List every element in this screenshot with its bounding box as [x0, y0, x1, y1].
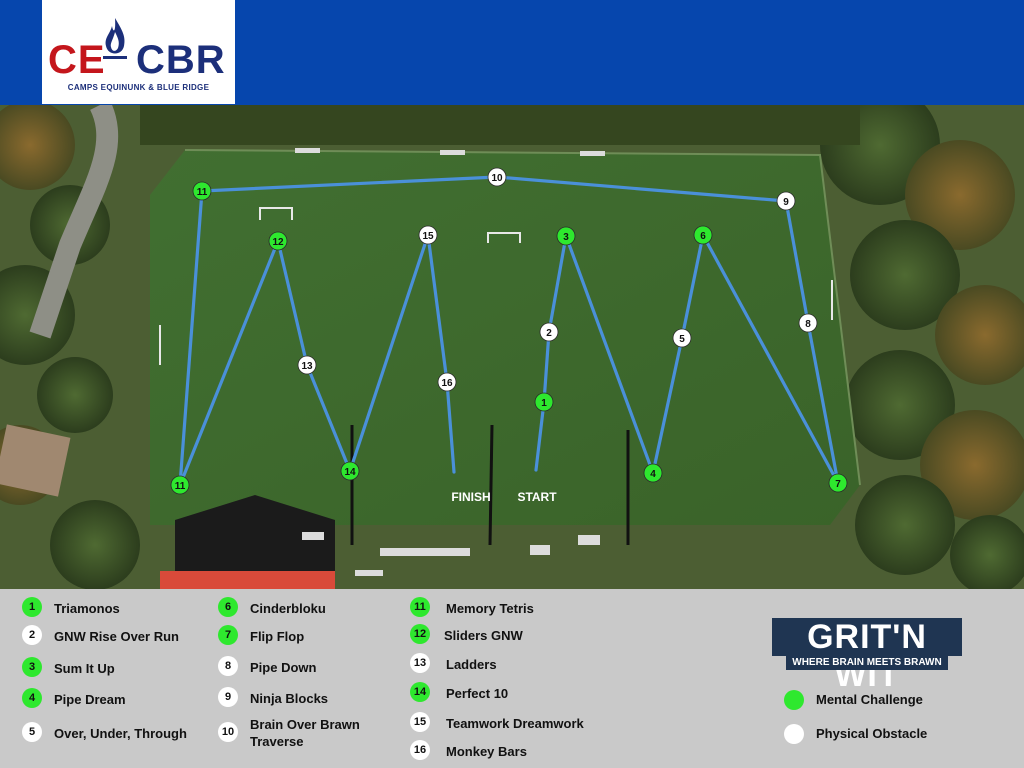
- course-map: 1 2 3 4 5 6 7 8 9 10 11 11 12 13 14 15 1…: [0, 105, 1024, 589]
- svg-text:11: 11: [197, 187, 208, 198]
- brand-title: GRIT'N WIT: [772, 618, 962, 694]
- svg-text:16: 16: [441, 378, 453, 389]
- svg-text:12: 12: [272, 237, 284, 248]
- benches: [295, 148, 605, 576]
- svg-text:10: 10: [491, 173, 503, 184]
- svg-text:11: 11: [175, 481, 186, 492]
- station-marker[interactable]: 4: [643, 463, 663, 483]
- field: [150, 150, 860, 525]
- building-left: [0, 424, 71, 497]
- svg-text:5: 5: [679, 334, 685, 345]
- physical-dot-icon: [784, 724, 804, 744]
- barn-roof: [175, 495, 335, 575]
- svg-text:13: 13: [301, 361, 313, 372]
- station-marker[interactable]: 13: [297, 355, 317, 375]
- header-banner: CE CBR CAMPS EQUINUNK & BLUE RIDGE: [0, 0, 1024, 105]
- station-marker[interactable]: 10: [487, 167, 507, 187]
- flame-icon: [103, 18, 127, 59]
- station-marker[interactable]: 1: [534, 392, 554, 412]
- svg-text:1: 1: [541, 398, 547, 409]
- right-woods: [820, 105, 1024, 589]
- logo-subtitle: CAMPS EQUINUNK & BLUE RIDGE: [67, 83, 210, 92]
- mental-dot-icon: [784, 690, 804, 710]
- svg-text:8: 8: [805, 319, 811, 330]
- svg-text:2: 2: [546, 328, 552, 339]
- svg-text:14: 14: [344, 467, 356, 478]
- station-marker[interactable]: 2: [539, 322, 559, 342]
- logo-right-letters: CBR: [136, 38, 226, 82]
- station-marker[interactable]: 8: [798, 313, 818, 333]
- logo-left-letters: CE: [48, 38, 106, 82]
- station-marker[interactable]: 16: [437, 372, 457, 392]
- station-marker[interactable]: 6: [693, 225, 713, 245]
- station-marker[interactable]: 7: [828, 473, 848, 493]
- start-label: START: [517, 490, 557, 504]
- camp-logo[interactable]: CE CBR CAMPS EQUINUNK & BLUE RIDGE: [42, 0, 235, 104]
- station-marker[interactable]: 15: [418, 225, 438, 245]
- station-marker[interactable]: 11: [170, 475, 190, 495]
- station-marker[interactable]: 9: [776, 191, 796, 211]
- top-treeline: [140, 105, 860, 145]
- svg-text:4: 4: [650, 469, 656, 480]
- finish-label: FINISH: [451, 490, 490, 504]
- station-marker[interactable]: 3: [556, 226, 576, 246]
- grit-n-wit-logo[interactable]: GRIT'N WIT WHERE BRAIN MEETS BRAWN: [772, 618, 962, 694]
- svg-text:9: 9: [783, 197, 789, 208]
- station-marker[interactable]: 12: [268, 231, 288, 251]
- red-roof: [160, 571, 335, 589]
- svg-text:7: 7: [835, 479, 841, 490]
- road: [29, 105, 119, 339]
- goals: [159, 207, 833, 365]
- station-marker[interactable]: 5: [672, 328, 692, 348]
- station-marker[interactable]: 14: [340, 461, 360, 481]
- station-marker[interactable]: 11: [192, 181, 212, 201]
- svg-text:3: 3: [563, 232, 569, 243]
- brand-tagline: WHERE BRAIN MEETS BRAWN: [786, 656, 948, 670]
- light-poles: [350, 424, 630, 546]
- svg-text:6: 6: [700, 231, 706, 242]
- svg-text:15: 15: [422, 231, 434, 242]
